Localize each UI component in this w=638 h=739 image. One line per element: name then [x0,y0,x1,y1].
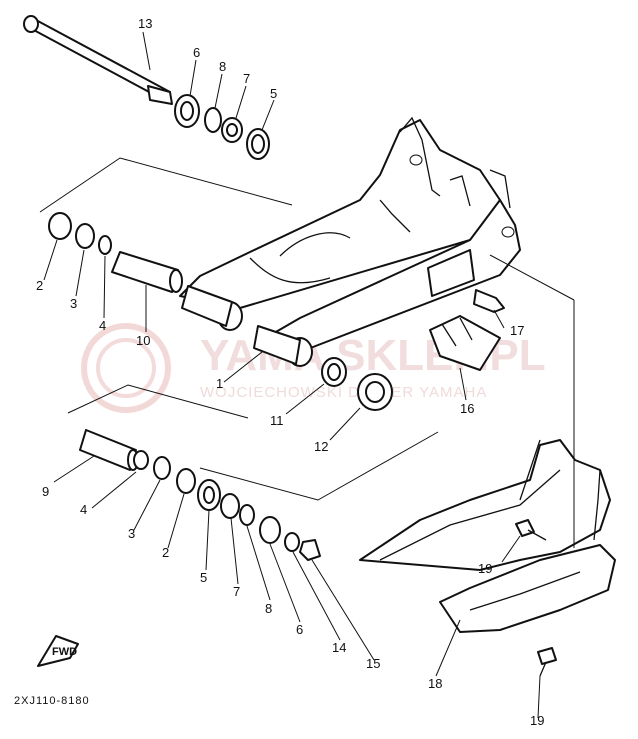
callout-6b: 6 [296,622,303,637]
callout-17: 17 [510,323,524,338]
callout-5: 5 [270,86,277,101]
callout-14: 14 [332,640,346,655]
upper-bearing-stack [174,94,270,160]
callout-16: 16 [460,401,474,416]
callout-19b: 19 [530,713,544,728]
callout-10: 10 [136,333,150,348]
callout-15: 15 [366,656,380,671]
callout-12: 12 [314,439,328,454]
callout-7: 7 [243,71,250,86]
callout-5b: 5 [200,570,207,585]
callout-labels: 13 6 8 7 5 2 3 4 10 1 11 12 16 17 9 4 3 … [36,16,544,728]
upper-bracket [39,157,293,213]
fwd-label: FWD [52,646,77,658]
swingarm [179,116,521,367]
bolt-19-lower [537,647,557,677]
callout-9: 9 [42,484,49,499]
swingarm-guard [359,439,616,633]
callout-2: 2 [36,278,43,293]
callout-8: 8 [219,59,226,74]
left-bushing-set [48,212,183,293]
leader-lines [43,31,575,719]
watermark-logo-inner [96,338,156,398]
callout-4b: 4 [80,502,87,517]
chain-guide-bracket [429,315,501,371]
watermark-subtext: WOJCIECHOWSKI DEALER YAMAHA [200,384,487,401]
fwd-arrow-icon: FWD [37,635,79,667]
callout-3: 3 [70,296,77,311]
swingarm-bushings [321,357,393,411]
diagram-code: 2XJ110-8180 [14,695,90,707]
lower-bracket [67,384,249,419]
callout-3b: 3 [128,526,135,541]
middle-bracket [199,431,439,501]
callout-4: 4 [99,318,106,333]
callout-13: 13 [138,16,152,31]
callout-1: 1 [216,376,223,391]
callout-2b: 2 [162,545,169,560]
bolt-17 [473,289,505,313]
callout-8b: 8 [265,601,272,616]
lower-bearing-stack [79,429,321,561]
callout-7b: 7 [233,584,240,599]
callout-19a: 19 [478,561,492,576]
callout-18: 18 [428,676,442,691]
callout-11: 11 [270,413,284,428]
bolt-19-upper [515,519,547,541]
callout-6: 6 [193,45,200,60]
pivot-shaft [23,15,173,105]
watermark-logo [81,323,171,413]
